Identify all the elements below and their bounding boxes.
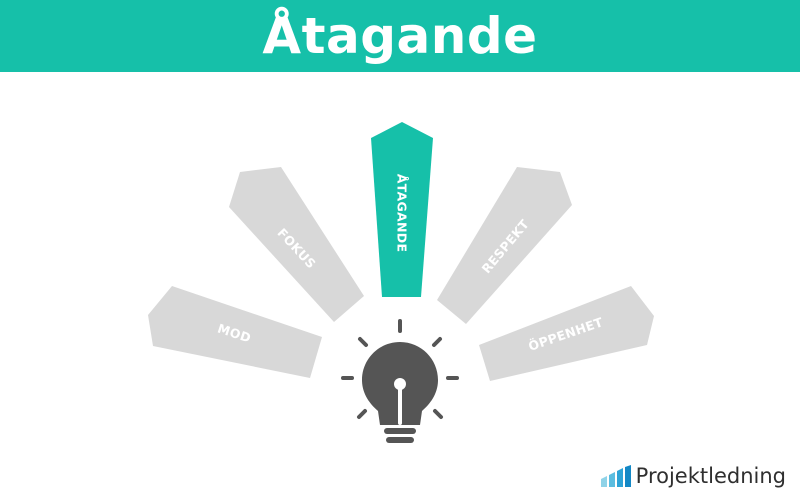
brand-name: Projektledning xyxy=(635,464,786,488)
page-title: Åtagande xyxy=(262,7,538,65)
ray-fokus: FOKUS xyxy=(229,167,364,322)
ray-label-atagande: ÅTAGANDE xyxy=(395,174,410,253)
bar-chart-logo-icon xyxy=(600,465,631,487)
ray-oppenhet: ÖPPENHET xyxy=(479,286,654,381)
lightbulb-icon xyxy=(341,319,459,443)
ray-respekt: RESPEKT xyxy=(437,167,572,324)
header-banner: Åtagande xyxy=(0,0,800,72)
brand-logo: Projektledning xyxy=(600,464,786,488)
ray-mod: MOD xyxy=(148,286,322,378)
ray-atagande: ÅTAGANDE xyxy=(371,122,433,297)
